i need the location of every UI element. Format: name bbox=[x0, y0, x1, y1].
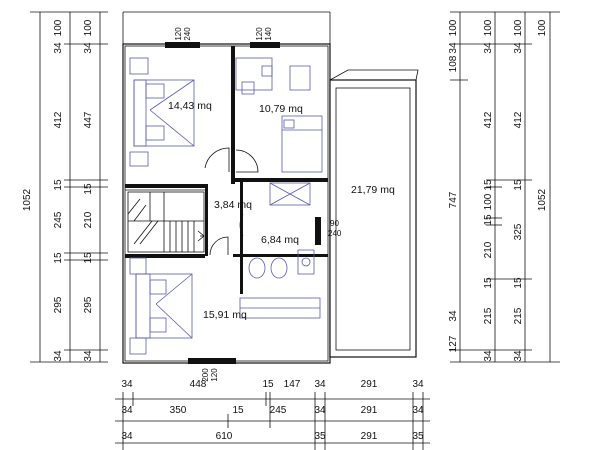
dim-right-col2: 34 bbox=[483, 350, 494, 362]
terrace bbox=[329, 69, 419, 358]
dim-right-col1: 34 bbox=[448, 42, 459, 54]
dim-left-inner: 15 bbox=[83, 183, 94, 195]
dim-left-outer: 295 bbox=[53, 296, 64, 313]
bottom-dimension-chains: 34 448 15 147 34 291 34 34 350 15 245 34… bbox=[115, 379, 430, 450]
dim-right-total-top: 100 bbox=[537, 19, 548, 36]
dim-left-inner: 15 bbox=[83, 252, 94, 264]
dim-right-col3: 34 bbox=[513, 42, 524, 54]
dim-left-outer: 15 bbox=[53, 252, 64, 264]
room-area-label: 3,84 mq bbox=[214, 199, 252, 211]
dim-bottom-row1: 34 bbox=[314, 379, 326, 390]
bed-bottom bbox=[129, 257, 321, 355]
dim-right-col1: 100 bbox=[448, 19, 459, 36]
staircase bbox=[127, 191, 205, 253]
dim-bottom-row1: 34 bbox=[121, 379, 133, 390]
dim-bottom-row3: 34 bbox=[121, 431, 133, 442]
dim-left-outer: 100 bbox=[53, 19, 64, 36]
dim-bottom-row3: 35 bbox=[412, 431, 424, 442]
window-top-right bbox=[250, 42, 280, 48]
dim-bottom-row1: 15 bbox=[262, 379, 274, 390]
dim-bottom-row2: 15 bbox=[232, 405, 244, 416]
opening-dim-label: 240 bbox=[328, 229, 342, 238]
dim-right-col1: 747 bbox=[448, 191, 459, 208]
dim-right-col2: 15 bbox=[483, 179, 494, 191]
dim-bottom-row2: 34 bbox=[412, 405, 424, 416]
bathroom-fixtures bbox=[248, 182, 315, 279]
opening-dim-label: 120 bbox=[255, 27, 264, 41]
dim-right-col2: 412 bbox=[483, 111, 494, 128]
dim-right-col2: 34 bbox=[483, 42, 494, 54]
dim-right-col2: 15 bbox=[483, 214, 494, 226]
dim-right-total: 1052 bbox=[537, 188, 548, 211]
dim-left-outer: 34 bbox=[53, 42, 64, 54]
room-area-label: 15,91 mq bbox=[203, 309, 247, 321]
dim-left-inner: 34 bbox=[83, 42, 94, 54]
dim-left-inner: 447 bbox=[83, 111, 94, 128]
dim-right-col2: 100 bbox=[483, 193, 494, 210]
dim-right-col3: 325 bbox=[513, 223, 524, 240]
dim-left-inner: 210 bbox=[83, 211, 94, 228]
dim-right-col3: 412 bbox=[513, 111, 524, 128]
dim-bottom-row3: 610 bbox=[216, 431, 233, 442]
dim-right-col3: 15 bbox=[513, 179, 524, 191]
dim-left-outer: 245 bbox=[53, 211, 64, 228]
dim-right-col3: 34 bbox=[513, 350, 524, 362]
dim-bottom-row1: 448 bbox=[190, 379, 207, 390]
opening-dim-label: 120 bbox=[210, 368, 219, 382]
room-area-label: 14,43 mq bbox=[168, 100, 212, 112]
window-top-left bbox=[165, 42, 200, 48]
opening-dim-label: 140 bbox=[264, 27, 273, 41]
dim-right-col3: 15 bbox=[513, 277, 524, 289]
room-area-label: 10,79 mq bbox=[259, 103, 303, 115]
dim-left-inner: 295 bbox=[83, 296, 94, 313]
dim-right-col3: 100 bbox=[513, 19, 524, 36]
dim-right-col2: 15 bbox=[483, 277, 494, 289]
dim-bottom-row3: 35 bbox=[314, 431, 326, 442]
dim-left-outer: 15 bbox=[53, 179, 64, 191]
opening-dim-label: 120 bbox=[174, 27, 183, 41]
dim-left-inner: 100 bbox=[83, 19, 94, 36]
left-dimension-chains: 1052 100 34 412 15 245 15 295 34 100 34 … bbox=[22, 11, 108, 363]
dim-bottom-row3: 291 bbox=[361, 431, 378, 442]
dim-bottom-row1: 147 bbox=[284, 379, 301, 390]
dim-right-col3: 215 bbox=[513, 307, 524, 324]
right-dimension-chains: 100 34 108 747 127 34 100 34 412 15 100 … bbox=[448, 11, 560, 363]
dim-right-col2: 100 bbox=[483, 19, 494, 36]
dim-bottom-row2: 350 bbox=[170, 405, 187, 416]
room-area-label: 6,84 mq bbox=[261, 234, 299, 246]
window-side bbox=[315, 217, 321, 245]
room-area-label: 21,79 mq bbox=[351, 184, 395, 196]
dim-left-total: 1052 bbox=[22, 188, 33, 211]
dim-right-col1: 127 bbox=[448, 335, 459, 352]
desk-top-right bbox=[235, 57, 323, 173]
dim-bottom-row2: 34 bbox=[314, 405, 326, 416]
dim-bottom-row2: 34 bbox=[121, 405, 133, 416]
dim-bottom-row1: 34 bbox=[412, 379, 424, 390]
dim-right-col2: 215 bbox=[483, 307, 494, 324]
opening-dim-label: 200 bbox=[201, 368, 210, 382]
dim-left-outer: 34 bbox=[53, 350, 64, 362]
opening-dim-label: 240 bbox=[183, 27, 192, 41]
dim-bottom-row1: 291 bbox=[361, 379, 378, 390]
door-swings bbox=[204, 147, 259, 256]
dim-right-col2: 210 bbox=[483, 241, 494, 258]
interior-walls bbox=[125, 46, 328, 294]
dim-left-outer: 412 bbox=[53, 111, 64, 128]
opening-dim-label: 90 bbox=[330, 219, 339, 228]
dim-bottom-row2: 245 bbox=[270, 405, 287, 416]
bed-top-left bbox=[129, 57, 195, 167]
building-outline bbox=[122, 11, 331, 364]
dim-left-inner: 34 bbox=[83, 350, 94, 362]
window-bottom bbox=[188, 358, 236, 364]
dim-bottom-row2: 291 bbox=[361, 405, 378, 416]
dim-right-col1: 108 bbox=[448, 55, 459, 72]
dim-right-col1: 34 bbox=[448, 310, 459, 322]
